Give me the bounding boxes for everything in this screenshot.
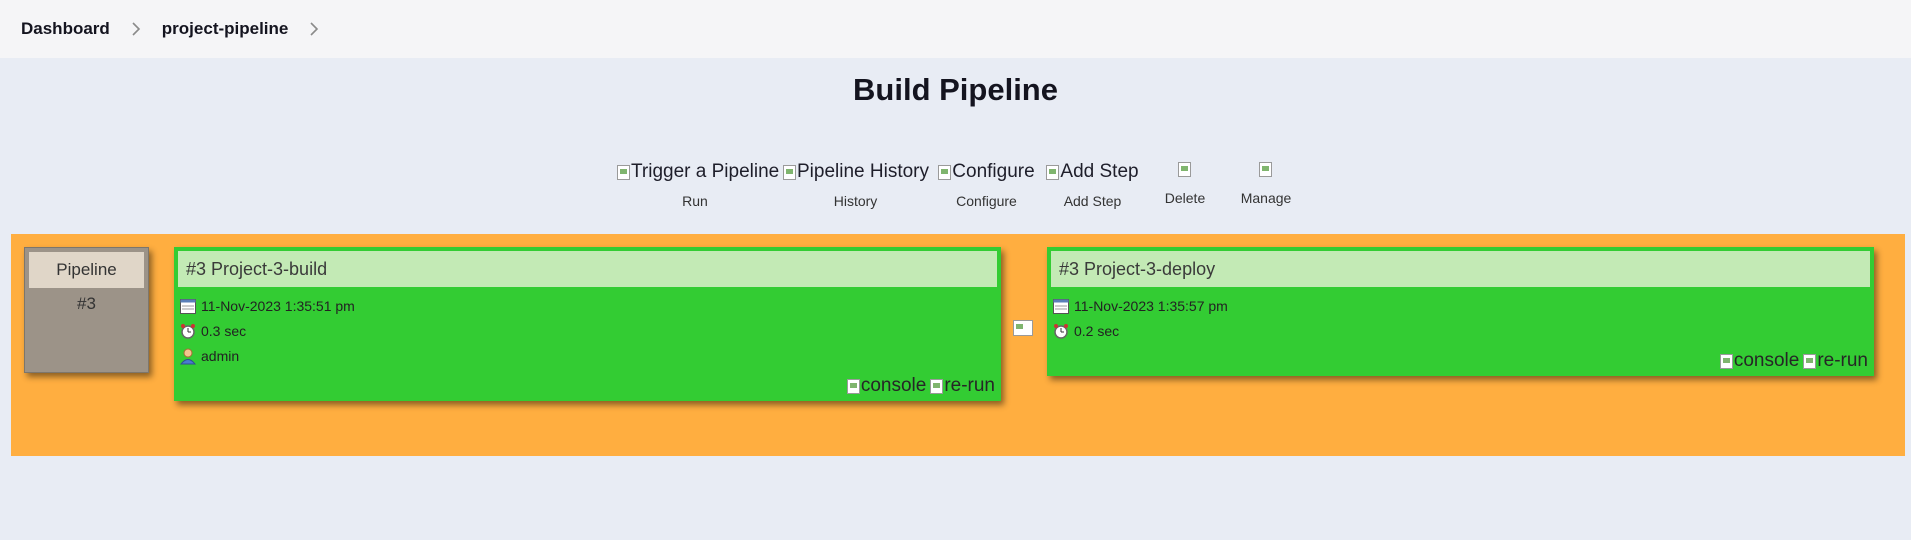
build-date-row: 11-Nov-2023 1:35:51 pm <box>179 297 1001 315</box>
build-user: admin <box>201 348 240 364</box>
build-card-build: #3 Project-3-build 11-Nov-2023 1:35:51 p… <box>174 247 1001 401</box>
toolbar-configure-label[interactable]: Configure <box>956 192 1017 209</box>
pipeline-history-alt: Pipeline History <box>797 161 929 182</box>
manage-icon[interactable] <box>1259 160 1273 178</box>
broken-image-icon <box>1013 320 1033 336</box>
build-card-deploy: #3 Project-3-deploy 11-Nov-2023 1:35:57 … <box>1047 247 1874 376</box>
toolbar-history[interactable]: Pipeline History History <box>783 160 929 209</box>
rerun-alt: re-run <box>1817 350 1868 371</box>
delete-icon[interactable] <box>1178 160 1192 178</box>
broken-image-icon <box>1719 353 1733 369</box>
deploy-card-actions: console re-run <box>1719 349 1868 373</box>
breadcrumb-project-pipeline[interactable]: project-pipeline <box>161 19 289 38</box>
rerun-alt: re-run <box>944 375 995 396</box>
toolbar-history-label[interactable]: History <box>833 192 878 209</box>
console-icon[interactable]: console <box>1719 349 1800 373</box>
pipeline-header-label: Pipeline <box>29 252 144 288</box>
breadcrumb: Dashboard project-pipeline <box>0 0 1911 58</box>
clock-icon <box>179 322 197 340</box>
toolbar-manage-label[interactable]: Manage <box>1240 189 1292 206</box>
pipeline-history-icon[interactable]: Pipeline History <box>783 160 929 184</box>
rerun-icon[interactable]: re-run <box>1803 349 1868 373</box>
console-icon[interactable]: console <box>846 374 927 398</box>
user-icon <box>179 347 197 365</box>
trigger-pipeline-icon[interactable]: Trigger a Pipeline <box>617 160 779 184</box>
broken-image-icon <box>1046 164 1060 180</box>
broken-image-icon <box>930 378 944 394</box>
broken-image-icon <box>1259 161 1272 177</box>
breadcrumb-dashboard[interactable]: Dashboard <box>21 19 110 38</box>
build-card-title[interactable]: #3 Project-3-build <box>178 251 997 287</box>
toolbar-run[interactable]: Trigger a Pipeline Run <box>617 160 779 209</box>
broken-image-icon <box>783 164 796 180</box>
toolbar-add-step[interactable]: Add Step Add Step <box>1046 160 1139 209</box>
build-duration: 0.3 sec <box>201 323 247 339</box>
build-user-row: admin <box>179 347 1001 365</box>
deploy-duration: 0.2 sec <box>1074 323 1120 339</box>
pipeline-number[interactable]: #3 <box>77 294 96 313</box>
toolbar-delete[interactable]: Delete <box>1160 160 1210 206</box>
console-alt: console <box>1733 350 1800 371</box>
toolbar-manage[interactable]: Manage <box>1237 160 1295 206</box>
trigger-pipeline-alt: Trigger a Pipeline <box>631 161 780 182</box>
calendar-icon <box>179 297 197 315</box>
broken-image-icon <box>846 378 860 394</box>
build-card-actions: console re-run <box>846 374 995 398</box>
toolbar-configure[interactable]: Configure Configure <box>937 160 1036 209</box>
pipeline-arrow-icon <box>1013 320 1033 336</box>
toolbar-add-step-label[interactable]: Add Step <box>1063 192 1122 209</box>
toolbar-run-label[interactable]: Run <box>682 192 708 209</box>
clock-icon <box>1052 322 1070 340</box>
build-duration-row: 0.3 sec <box>179 322 1001 340</box>
configure-icon[interactable]: Configure <box>938 160 1035 184</box>
build-date: 11-Nov-2023 1:35:51 pm <box>201 298 355 314</box>
add-step-icon[interactable]: Add Step <box>1046 160 1139 184</box>
configure-alt: Configure <box>952 161 1035 182</box>
deploy-date: 11-Nov-2023 1:35:57 pm <box>1074 298 1228 314</box>
console-alt: console <box>860 375 927 396</box>
calendar-icon <box>1052 297 1070 315</box>
rerun-icon[interactable]: re-run <box>930 374 995 398</box>
add-step-alt: Add Step <box>1060 161 1139 182</box>
deploy-date-row: 11-Nov-2023 1:35:57 pm <box>1052 297 1874 315</box>
chevron-right-icon[interactable] <box>303 18 325 40</box>
deploy-card-title[interactable]: #3 Project-3-deploy <box>1051 251 1870 287</box>
toolbar-delete-label[interactable]: Delete <box>1164 189 1206 206</box>
broken-image-icon <box>1178 161 1191 177</box>
page-title: Build Pipeline <box>853 72 1058 107</box>
pipeline-header[interactable]: Pipeline #3 <box>24 247 149 373</box>
broken-image-icon <box>1803 353 1817 369</box>
chevron-right-icon[interactable] <box>125 18 147 40</box>
deploy-duration-row: 0.2 sec <box>1052 322 1874 340</box>
broken-image-icon <box>938 164 952 180</box>
broken-image-icon <box>617 164 630 180</box>
